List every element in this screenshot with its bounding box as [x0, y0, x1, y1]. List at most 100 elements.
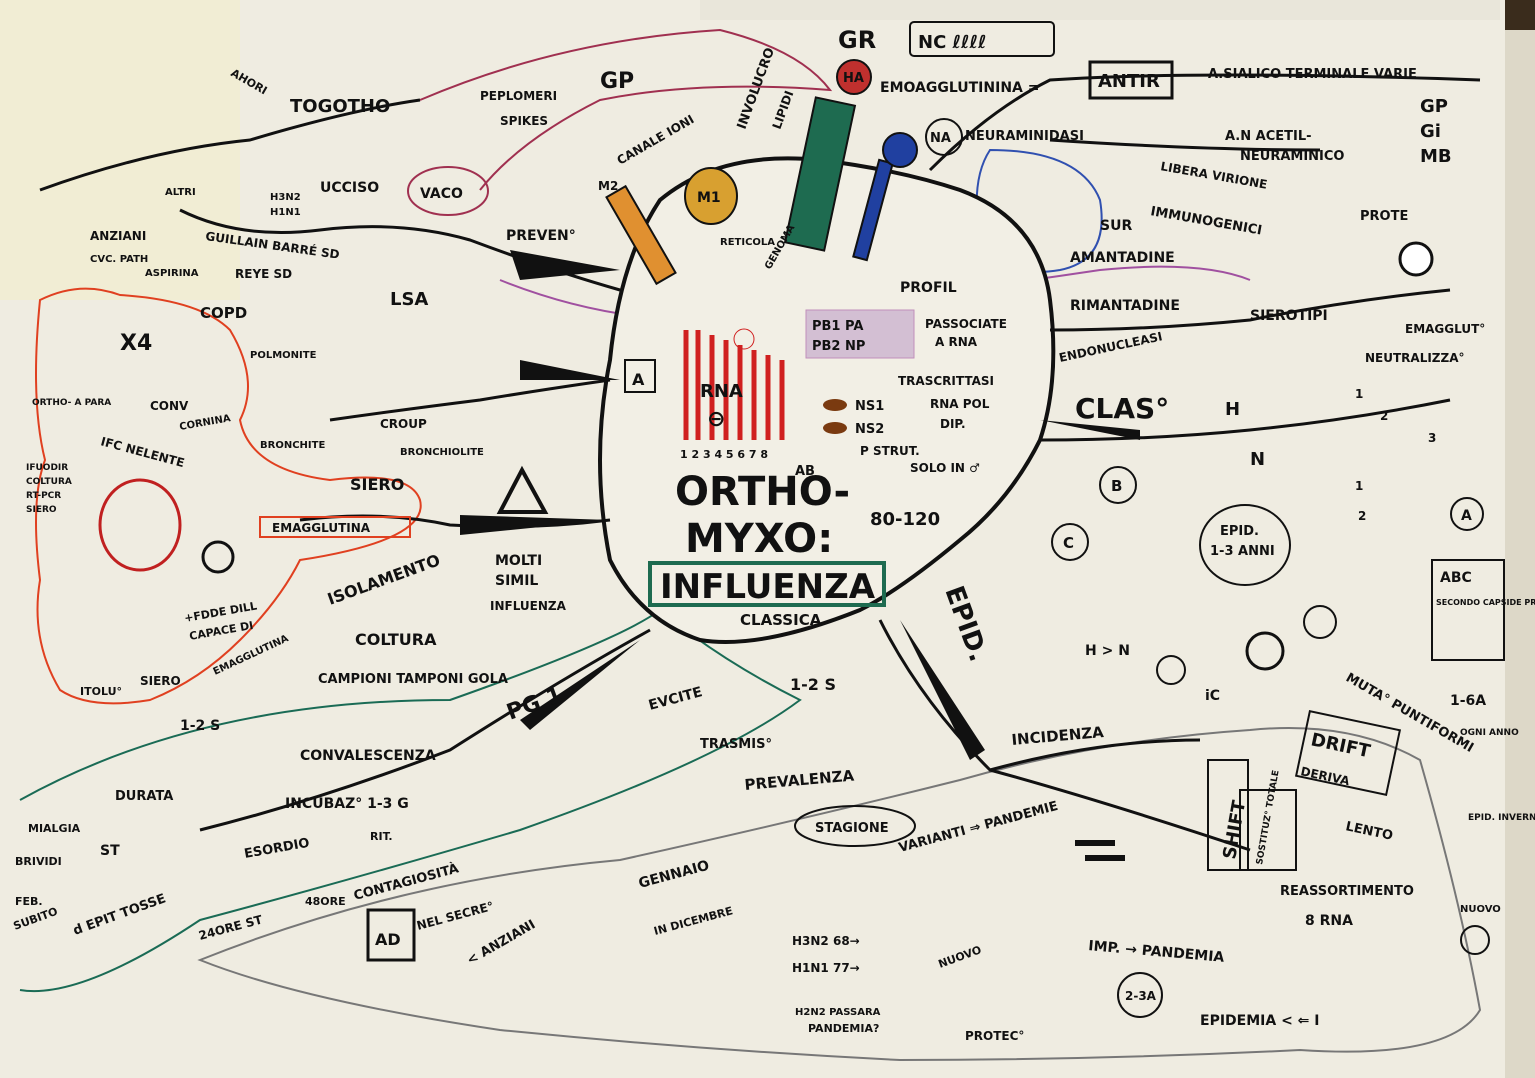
abc-box — [1431, 559, 1505, 661]
ns2-label: NS2 — [855, 422, 884, 437]
ab-label: AB — [795, 464, 815, 479]
solo-label: SOLO IN ♂ — [910, 461, 980, 475]
emagglut-label: EMAGGLUT° — [1405, 322, 1485, 336]
emoagg-label: EMOAGGLUTININA = — [880, 80, 1039, 96]
lsa-label: LSA — [390, 289, 428, 310]
togotho-label: TOGOTHO — [290, 96, 390, 117]
n-classif-label: N — [1250, 449, 1265, 470]
h-num-3: 3 — [1428, 431, 1436, 445]
segment-numbers: 1 2 3 4 5 6 7 8 — [680, 448, 768, 461]
b-label: B — [1111, 477, 1122, 495]
outline-epidemiology-grey — [197, 727, 1482, 1062]
aspirina-label: ASPIRINA — [145, 268, 199, 279]
h3n2-bottom-label: H3N2 68→ — [792, 934, 860, 948]
na-stalk — [852, 158, 894, 262]
cells-circle — [98, 478, 182, 572]
neuraminico-label: NEURAMINICO — [1240, 149, 1344, 164]
anni-circle — [1117, 972, 1163, 1018]
ifuodir-label: IFUODIR — [26, 463, 68, 473]
anni13-label: 1-3 ANNI — [1210, 544, 1275, 559]
b-circle — [1099, 466, 1137, 504]
antir-box — [1088, 60, 1174, 100]
n-num-1: 1 — [1355, 479, 1363, 493]
influenza-label: INFLUENZA — [660, 567, 876, 607]
h1n1-left-label: H1N1 — [270, 207, 301, 218]
range-left-label: 1-2 S — [180, 718, 220, 734]
associate-label: PASSOCIATE — [925, 317, 1007, 331]
conv-label: CONV — [150, 399, 189, 413]
sierotipi-label: SIEROTIPI — [1250, 308, 1328, 324]
epid-small-label: EPID. — [1220, 524, 1259, 539]
center-title-line1: ORTHO- — [675, 469, 850, 515]
h3n2-left-label: H3N2 — [270, 192, 301, 203]
m2-label: M2 — [598, 179, 618, 193]
trasmis-label: TRASMIS° — [700, 737, 772, 752]
n-circle — [1303, 605, 1337, 639]
ad-box — [366, 908, 416, 962]
ha-label: HA — [843, 71, 864, 86]
cvc-label: CVC. PATH — [90, 254, 148, 265]
siero-red-label: SIERO — [26, 505, 57, 515]
a-box-label: A — [632, 370, 645, 389]
center-title-line2: MYXO: — [685, 516, 833, 562]
pb1-label: PB1 PA — [812, 319, 863, 334]
protec-label: PROTEC° — [965, 1029, 1024, 1043]
copd-label: COPD — [200, 304, 247, 322]
h2n2-label: H2N2 PASSARA — [795, 1007, 881, 1018]
influenza-box — [648, 561, 886, 607]
vaco-label: VACO — [420, 186, 463, 202]
m1-label: M1 — [697, 190, 721, 206]
prevent-label: PREVEN° — [506, 228, 576, 244]
acetil-label: A.N ACETIL- — [1225, 129, 1312, 144]
nuovo-right-label: NUOVO — [1460, 904, 1501, 915]
theta-label: ⊖ — [707, 407, 725, 432]
paper-stack-edge — [1500, 30, 1535, 1078]
anni23-label: 2-3A — [1125, 989, 1157, 1003]
equals-bar-2 — [1085, 855, 1125, 861]
asialico-label: A.SIALICO TERMINALE VARIE — [1208, 67, 1417, 82]
wedge-clas — [1040, 420, 1140, 440]
central-virus-blob — [598, 156, 1056, 644]
a-right-label: A — [1461, 508, 1472, 524]
abc-label: ABC — [1440, 570, 1472, 586]
polymerase-box — [805, 309, 915, 359]
itolu-label: ITOLU° — [80, 685, 122, 698]
spikes-label: SPIKES — [500, 114, 548, 128]
nc-box — [909, 21, 1055, 57]
incubaz-label: INCUBAZ° 1-3 G — [285, 796, 409, 812]
paper-yellow-tint — [0, 0, 240, 300]
rna-ring — [733, 328, 755, 350]
retin-label: RETICOLA — [720, 237, 775, 248]
ns1-label: NS1 — [855, 399, 884, 414]
secondo-label: SECONDO CAPSIDE PROTEICA — [1436, 598, 1535, 607]
molti-label: MOLTI — [495, 553, 542, 569]
emagglutina-label: EMAGGLUTINA — [272, 521, 371, 535]
mialgia-label: MIALGIA — [28, 822, 81, 835]
equals-bar-1 — [1075, 840, 1115, 846]
ns2-dot — [823, 422, 847, 434]
hn-label: H > N — [1085, 643, 1130, 659]
simil-influenza-label: INFLUENZA — [490, 599, 567, 613]
brividi-label: BRIVIDI — [15, 855, 62, 868]
bronchiolite-label: BRONCHIOLITE — [400, 447, 484, 458]
gi-label: Gi — [1420, 121, 1441, 142]
size-label: 80-120 — [870, 509, 940, 530]
p-strut-label: P STRUT. — [860, 444, 920, 458]
prote-ha-ring — [1398, 241, 1434, 277]
sur-label: SUR — [1100, 218, 1132, 234]
ns1-dot — [823, 399, 847, 411]
febbre-label: FEB. — [15, 895, 43, 908]
na-head — [882, 132, 918, 168]
siero-bottom-label: SIERO — [140, 674, 181, 688]
neutraliz-label: NEUTRALIZZA° — [1365, 351, 1465, 365]
h-left-circle — [201, 540, 235, 574]
epid-ellipse — [1199, 504, 1291, 586]
rit-label: RIT. — [370, 830, 393, 843]
h-classif-label: H — [1225, 399, 1240, 420]
prote-label: PROTE — [1360, 209, 1408, 224]
stagione-label: STAGIONE — [815, 821, 889, 836]
ore48-label: 48ORE — [305, 895, 346, 908]
convalescenza-label: CONVALESCENZA — [300, 748, 436, 764]
h1n1-bottom-label: H1N1 77→ — [792, 961, 860, 975]
x4-label: X4 — [120, 331, 152, 356]
